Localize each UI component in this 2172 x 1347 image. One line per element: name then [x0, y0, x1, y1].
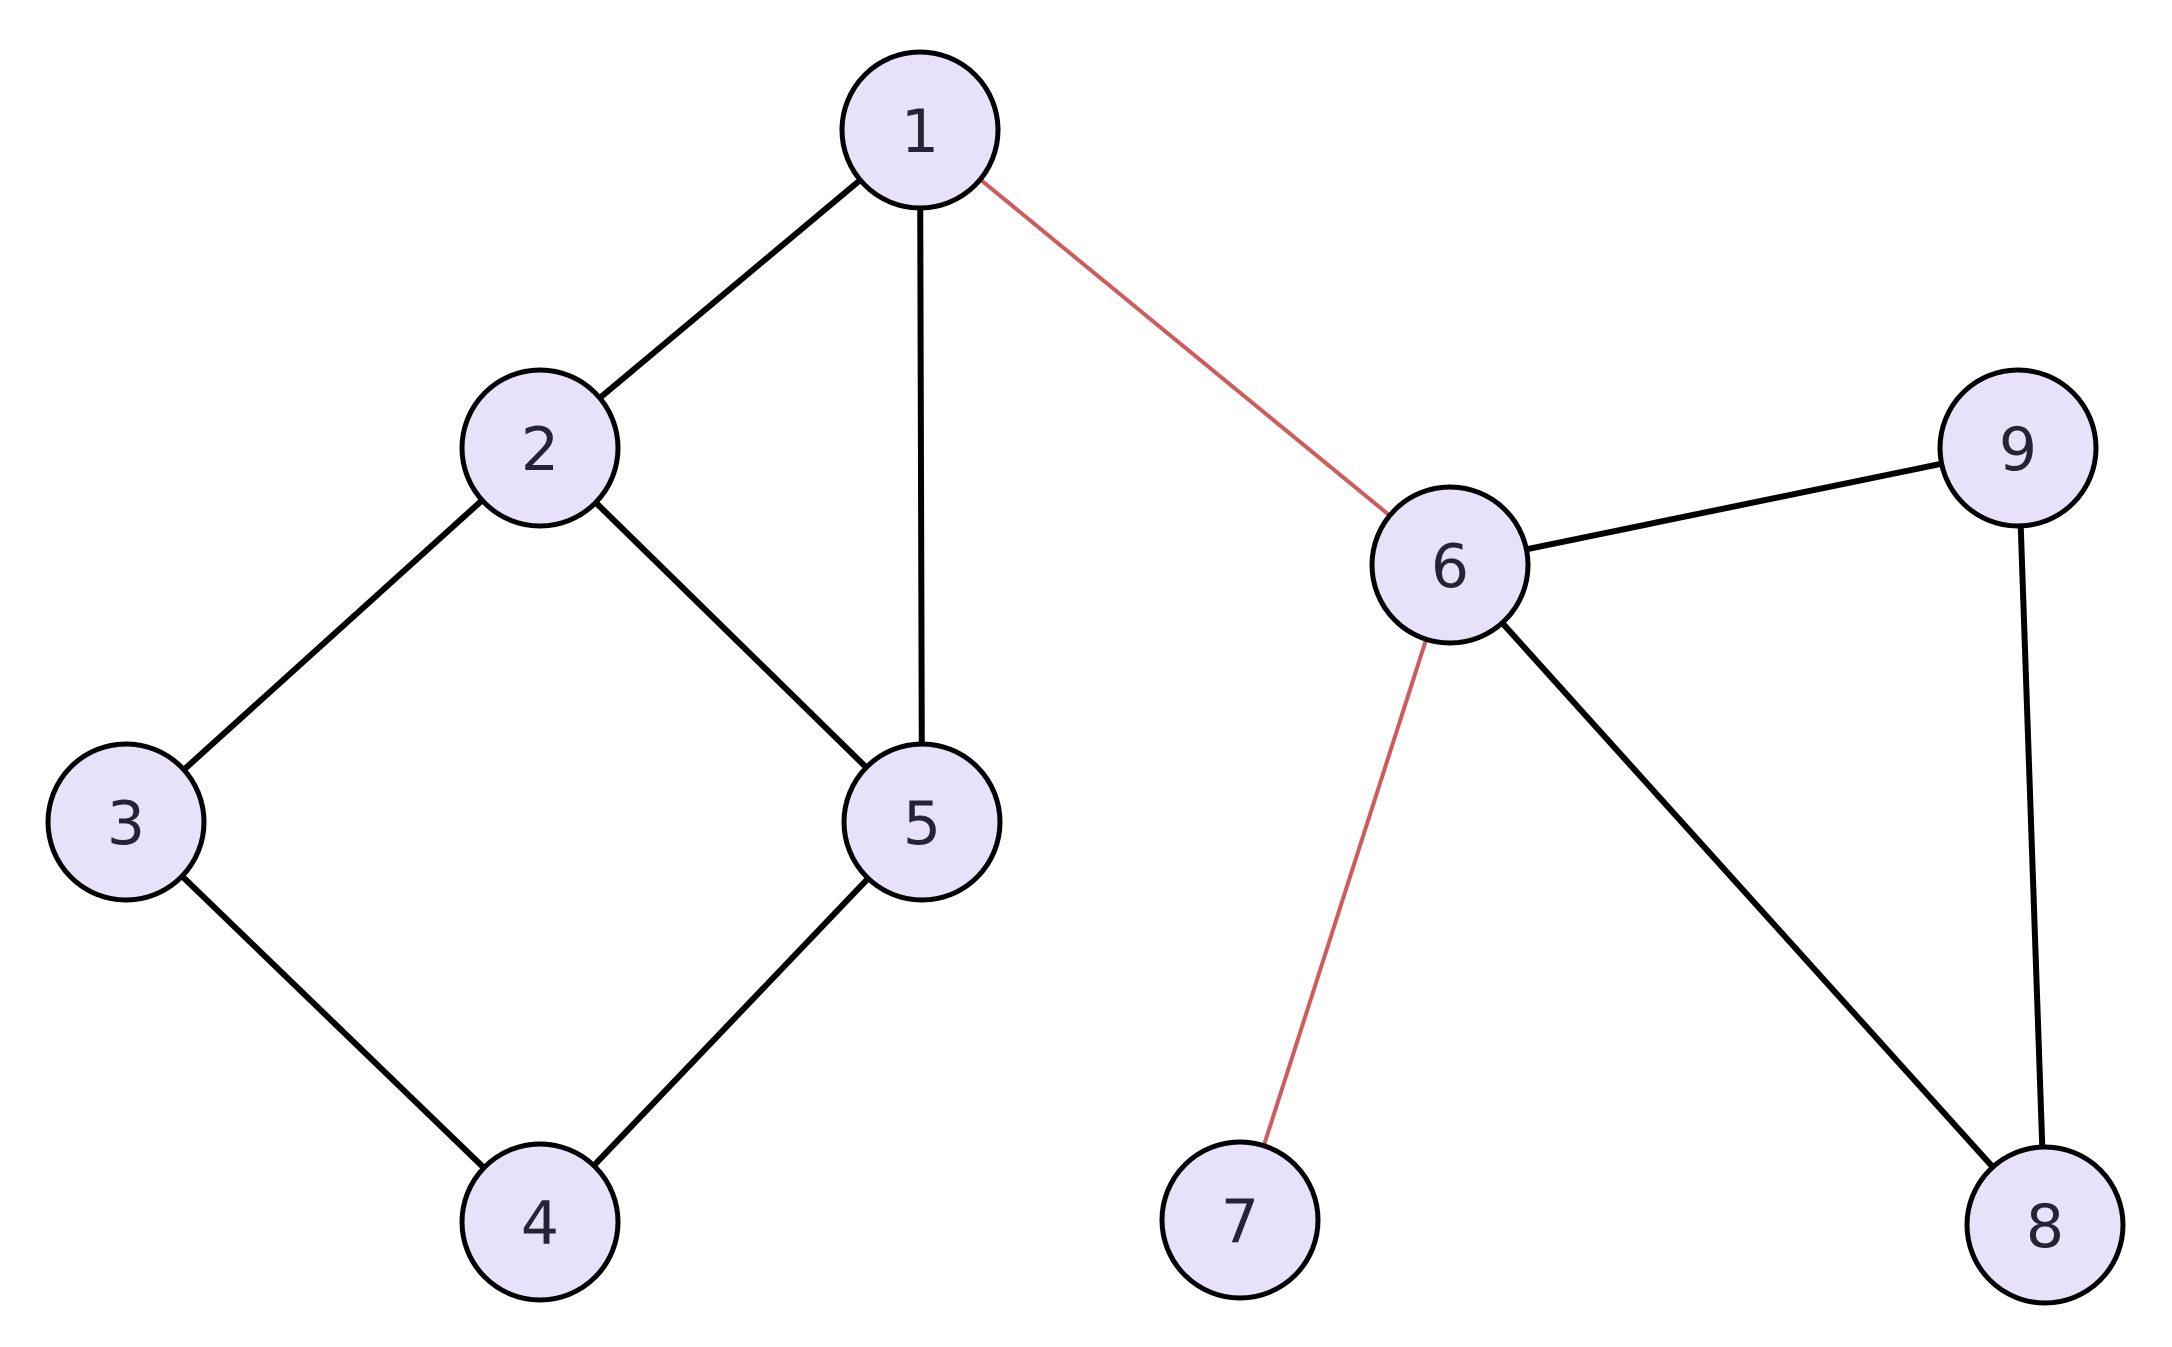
graph-node-9[interactable]: 9 — [1937, 367, 2099, 529]
graph-edge-2-5[interactable] — [593, 500, 869, 770]
node-label-4: 4 — [521, 1189, 559, 1259]
node-circle-8[interactable] — [1964, 1144, 2126, 1306]
graph-node-2[interactable]: 2 — [459, 367, 621, 529]
graph-edge-6-9[interactable] — [1525, 460, 1943, 553]
graph-edge-8-9[interactable] — [2017, 525, 2046, 1148]
node-label-9: 9 — [1999, 415, 2037, 485]
node-circle-3[interactable] — [45, 741, 207, 903]
node-label-3: 3 — [107, 789, 145, 859]
node-label-7: 7 — [1221, 1187, 1259, 1257]
node-circle-1[interactable] — [839, 49, 1001, 211]
node-circle-7[interactable] — [1159, 1139, 1321, 1301]
graph-edge-1-5[interactable] — [917, 207, 925, 745]
edge-layer — [180, 177, 2046, 1170]
graph-node-6[interactable]: 6 — [1369, 484, 1531, 646]
graph-node-7[interactable]: 7 — [1159, 1139, 1321, 1301]
node-label-1: 1 — [901, 97, 939, 167]
graph-node-8[interactable]: 8 — [1964, 1144, 2126, 1306]
graph-node-1[interactable]: 1 — [839, 49, 1001, 211]
node-label-2: 2 — [521, 415, 559, 485]
node-circle-5[interactable] — [841, 741, 1003, 903]
node-circle-2[interactable] — [459, 367, 621, 529]
node-layer: 1 2 3 4 5 6 7 8 9 — [45, 49, 2126, 1306]
graph-edge-3-4[interactable] — [180, 874, 486, 1170]
graph-edge-2-3[interactable] — [181, 498, 485, 772]
graph-edge-6-8[interactable] — [1499, 620, 1996, 1170]
graph-edge-6-7[interactable] — [1261, 638, 1429, 1147]
graph-node-4[interactable]: 4 — [459, 1141, 621, 1303]
graph-node-3[interactable]: 3 — [45, 741, 207, 903]
graph-edge-1-2[interactable] — [597, 177, 863, 401]
graph-node-5[interactable]: 5 — [841, 741, 1003, 903]
node-label-8: 8 — [2026, 1192, 2064, 1262]
node-label-6: 6 — [1431, 532, 1469, 602]
node-circle-6[interactable] — [1369, 484, 1531, 646]
graph-edge-4-5[interactable] — [591, 876, 871, 1168]
node-circle-4[interactable] — [459, 1141, 621, 1303]
graph-edge-1-6[interactable] — [979, 177, 1391, 518]
node-circle-9[interactable] — [1937, 367, 2099, 529]
node-label-5: 5 — [903, 789, 941, 859]
